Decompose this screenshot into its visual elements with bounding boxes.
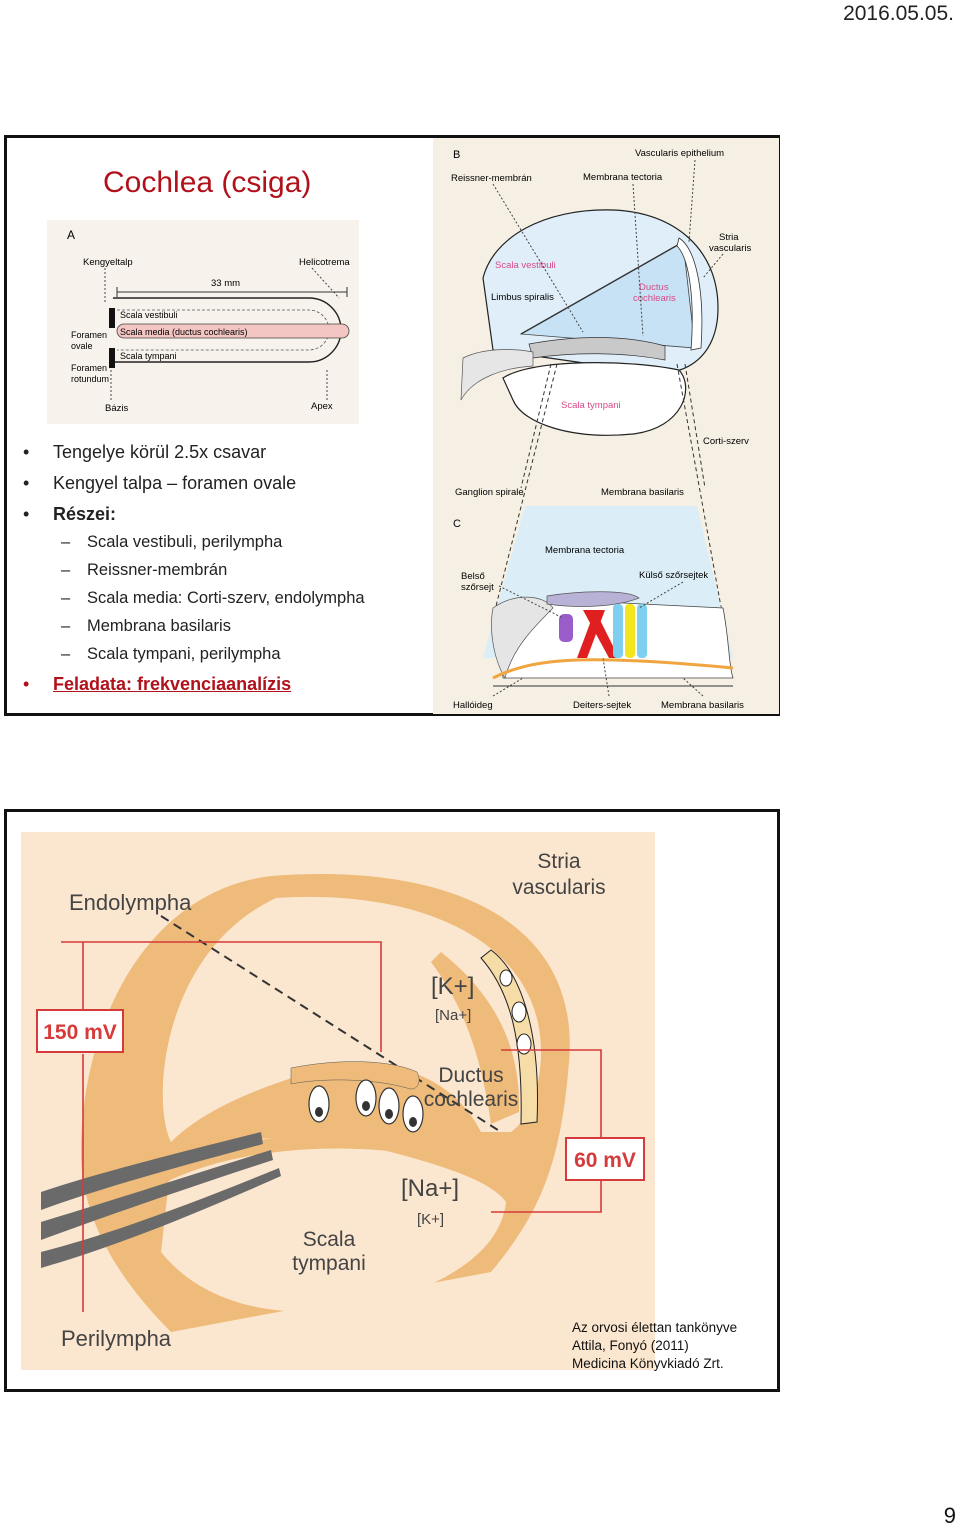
label-stria-1: Stria [537,850,581,873]
figB-stria-1: Stria [719,232,739,243]
label-scala-1: Scala [303,1228,356,1251]
figA-kengyeltalp: Kengyeltalp [83,257,133,268]
figB-scala-vestibuli: Scala vestibuli [495,260,556,271]
figC-membrana-basilaris-top: Membrana basilaris [601,487,684,498]
label-stria-2: vascularis [512,876,605,899]
figB-limbus: Limbus spiralis [491,292,554,303]
figC-deiters: Deiters-sejtek [573,700,631,711]
figC-membrana-basilaris-bottom: Membrana basilaris [661,700,744,711]
figA-length: 33 mm [211,278,240,289]
source-credit: Az orvosi élettan tankönyve Attila, Fony… [572,1320,738,1371]
figA-foramen-rotundum-2: rotundum [71,374,109,384]
page-number: 9 [943,1503,956,1528]
label-150mv: 150 mV [43,1021,117,1044]
figB-membrana-tectoria: Membrana tectoria [583,172,663,183]
figC-halloideg: Hallóideg [453,700,493,711]
figA-apex: Apex [311,401,333,412]
figA-foramen-ovale-2: ovale [71,341,93,351]
figA-helicotrema: Helicotrema [299,257,350,268]
figure-cochlear-potentials: 150 mV 60 mV Endolympha Stria vascularis… [21,832,655,1370]
figB-stria-2: vascularis [709,243,751,254]
figC-letter: C [453,518,461,530]
figB-corti: Corti-szerv [703,436,749,447]
label-endolympha: Endolympha [69,890,192,915]
sub-bullet-3: –Scala media: Corti-szerv, endolympha [61,589,365,607]
label-perilympha: Perilympha [61,1326,172,1351]
figA-bazis: Bázis [105,403,128,414]
figA-letter: A [67,228,75,242]
label-na-plus: [Na+] [401,1175,459,1202]
figB-vascularis-epithelium: Vascularis epithelium [635,148,724,159]
label-k-small: [K+] [417,1211,444,1228]
bullet-1: •Tengelye körül 2.5x csavar [23,442,267,462]
figC-ganglion: Ganglion spirale [455,487,524,498]
label-ductus-2: cochlearis [424,1088,519,1111]
figA-scala-vestibuli: Scala vestibuli [120,310,178,320]
label-na-small: [Na+] [435,1007,471,1024]
bullet-task: •Feladata: frekvenciaanalízis [23,674,292,694]
figA-foramen-ovale-1: Foramen [71,330,107,340]
figB-ductus-1: Ductus [639,282,669,293]
figA-foramen-rotundum-1: Foramen [71,363,107,373]
figC-belso-1: Belső [461,571,485,582]
bullet-3: •Részei: [23,504,117,524]
figB-letter: B [453,149,460,161]
label-ductus-1: Ductus [438,1064,503,1087]
figure-a-cochlea-unrolled: A Kengyeltalp Helicotrema 33 mm Scala ve… [47,220,359,424]
figA-scala-media: Scala media (ductus cochlearis) [120,327,248,337]
label-scala-2: tympani [292,1252,366,1275]
figB-ductus-2: cochlearis [633,293,676,304]
figC-kulso: Külső szőrsejtek [639,570,708,581]
sub-bullet-5: –Scala tympani, perilympha [61,645,281,663]
figC-membrana-tectoria: Membrana tectoria [545,545,625,556]
figure-bc-cochlea-cross-section: B Vascularis epithelium Reissner-membrán… [433,138,779,714]
bullet-2: •Kengyel talpa – foramen ovale [23,473,297,493]
figC-belso-2: szőrsejt [461,582,494,593]
label-k-plus: [K+] [431,973,474,1000]
slide-title: Cochlea (csiga) [103,166,312,199]
figB-reissner: Reissner-membrán [451,173,532,184]
date-header: 2016.05.05. [843,2,954,25]
slide-cochlea-overview: Cochlea (csiga) A Kengyeltalp Helicotrem… [4,135,780,716]
sub-bullet-4: –Membrana basilaris [61,617,231,635]
figB-scala-tympani: Scala tympani [561,400,621,411]
figA-scala-tympani: Scala tympani [120,351,177,361]
slide-endocochlear-potential: 150 mV 60 mV Endolympha Stria vascularis… [4,809,780,1392]
sub-bullet-1: –Scala vestibuli, perilympha [61,533,283,551]
sub-bullet-2: –Reissner-membrán [61,561,228,579]
label-60mv: 60 mV [574,1149,636,1172]
